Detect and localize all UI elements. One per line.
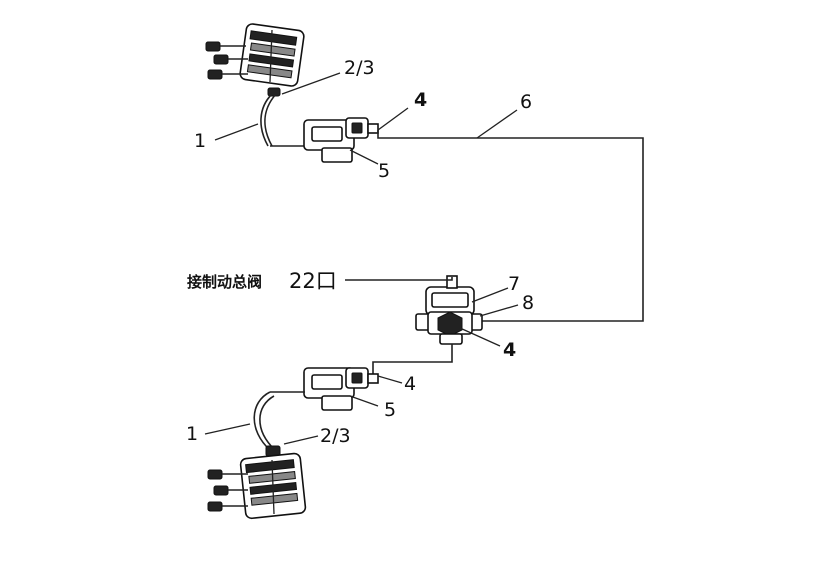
label-1-top: 1 [194, 130, 206, 152]
hose-top [260, 93, 273, 147]
pipe-middle-bottom [372, 344, 453, 374]
brake-chamber-bottom [207, 445, 307, 520]
relay-valve-bottom [303, 367, 379, 411]
label-4-top: 4 [414, 89, 427, 111]
mounting-bolts-bottom [207, 469, 248, 512]
label-6: 6 [520, 91, 532, 113]
label-1-bottom: 1 [186, 423, 198, 445]
label-2-3-top: 2/3 [344, 57, 375, 79]
label-main-valve: 接制动总阀 [187, 273, 262, 291]
pipe-6 [377, 130, 644, 322]
label-2-3-bottom: 2/3 [320, 425, 351, 447]
quick-release-valve [415, 275, 483, 345]
relay-valve-top [303, 117, 379, 163]
label-main-valve-port: 22口 [289, 269, 337, 293]
label-5-top: 5 [378, 160, 390, 182]
hose-bottom [253, 391, 271, 451]
main-valve-line [345, 277, 453, 281]
brake-chamber-top [205, 23, 305, 97]
mounting-bolts-top [205, 41, 248, 80]
label-4-bottom: 4 [404, 373, 416, 395]
label-5-bottom: 5 [384, 399, 396, 421]
label-4-middle: 4 [503, 339, 516, 361]
label-8: 8 [522, 292, 534, 314]
label-7: 7 [508, 273, 520, 295]
